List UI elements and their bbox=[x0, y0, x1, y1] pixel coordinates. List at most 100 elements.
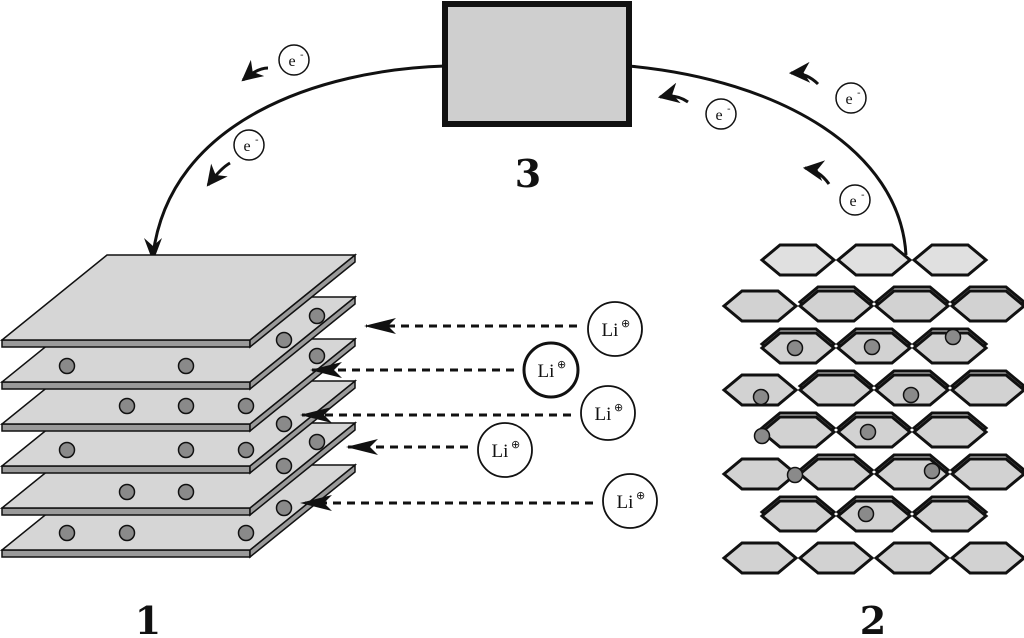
ion-circle bbox=[602, 473, 658, 529]
lithium-ion: Li⊕ bbox=[300, 385, 636, 441]
anode-li-atom bbox=[275, 331, 293, 349]
cathode-hex-cell bbox=[911, 499, 989, 533]
ion-symbol: Li bbox=[492, 441, 509, 462]
cathode-hex-cell bbox=[759, 499, 837, 533]
cathode-label: 2 bbox=[860, 598, 886, 638]
electron-arrow bbox=[241, 59, 269, 82]
anode-li-atom bbox=[275, 415, 293, 433]
electron-charge: - bbox=[255, 135, 259, 146]
cathode-li-atom bbox=[752, 388, 770, 406]
cathode-hex-cell bbox=[873, 289, 951, 323]
anode-layer-edge bbox=[1, 465, 251, 474]
anode-li-atom bbox=[275, 457, 293, 475]
electron: e- bbox=[802, 160, 871, 216]
anode-li-atom bbox=[177, 483, 195, 501]
anode-li-atom bbox=[177, 441, 195, 459]
electron-circle bbox=[705, 98, 737, 130]
cathode-li-atom bbox=[857, 505, 875, 523]
anode-li-atom bbox=[275, 499, 293, 517]
ion-arrowhead bbox=[346, 439, 378, 455]
cathode-hex-cell bbox=[949, 541, 1024, 575]
cathode-li-atom bbox=[944, 328, 962, 346]
load-box bbox=[442, 1, 632, 127]
cathode-hex-cell bbox=[835, 243, 913, 277]
electron-symbol: e bbox=[288, 53, 295, 70]
electron-charge: - bbox=[727, 104, 731, 115]
electron: e- bbox=[788, 61, 867, 114]
anode-li-atom bbox=[308, 307, 326, 325]
lithium-ion: Li⊕ bbox=[346, 422, 533, 478]
cathode-hex-cell bbox=[797, 289, 875, 323]
anode-label: 1 bbox=[135, 598, 161, 638]
ion-circle bbox=[587, 301, 643, 357]
wire-right bbox=[628, 64, 908, 256]
electron-circle bbox=[839, 184, 871, 216]
electron-symbol: e bbox=[845, 91, 852, 108]
anode-li-atom bbox=[118, 397, 136, 415]
cathode-li-atom bbox=[786, 339, 804, 357]
anode-layer-edge bbox=[1, 423, 251, 432]
load-label: 3 bbox=[515, 151, 541, 196]
electron-charge: - bbox=[300, 50, 304, 61]
ion-circle bbox=[522, 341, 580, 399]
anode-li-atom bbox=[308, 433, 326, 451]
electron-symbol: e bbox=[715, 107, 722, 124]
lithium-ion: Li⊕ bbox=[364, 301, 643, 357]
anode-li-atom bbox=[58, 524, 76, 542]
anode-li-atom bbox=[177, 357, 195, 375]
electron-arrow bbox=[206, 161, 231, 187]
cathode-li-atom bbox=[753, 427, 771, 445]
cathode-hex-cell bbox=[759, 415, 837, 449]
cathode-li-atom bbox=[863, 338, 881, 356]
ion-charge: ⊕ bbox=[636, 489, 645, 502]
ion-symbol: Li bbox=[617, 492, 634, 513]
electron-arrow bbox=[657, 82, 689, 104]
electron-markers: e-e-e-e-e- bbox=[206, 44, 871, 216]
cathode-hex-cell bbox=[911, 243, 989, 277]
electron-symbol: e bbox=[243, 138, 250, 155]
electron-circle bbox=[835, 82, 867, 114]
ion-symbol: Li bbox=[538, 361, 555, 382]
cathode-hex-cell bbox=[759, 243, 837, 277]
ion-charge: ⊕ bbox=[621, 317, 630, 330]
ion-arrowhead bbox=[364, 318, 396, 334]
anode-layer-edge bbox=[1, 339, 251, 348]
ion-charge: ⊕ bbox=[511, 438, 520, 451]
cathode-hex-cell bbox=[911, 415, 989, 449]
electron-symbol: e bbox=[849, 193, 856, 210]
cathode-hex-cell bbox=[797, 541, 875, 575]
anode-layer-top bbox=[0, 254, 358, 341]
cathode-hex-cell bbox=[797, 373, 875, 407]
electron-circle bbox=[278, 44, 310, 76]
electron-arrow bbox=[802, 160, 831, 185]
anode-li-atom bbox=[58, 441, 76, 459]
ion-arrowhead bbox=[300, 407, 332, 423]
lithium-ion-flow: Li⊕Li⊕Li⊕Li⊕Li⊕ bbox=[300, 301, 658, 529]
anode-li-atom bbox=[237, 524, 255, 542]
ion-symbol: Li bbox=[602, 320, 619, 341]
anode-graphite-stack bbox=[0, 253, 358, 559]
cathode-li-atom bbox=[923, 462, 941, 480]
ion-arrowhead bbox=[300, 495, 332, 511]
anode-li-atom bbox=[118, 524, 136, 542]
anode-layer-edge bbox=[1, 381, 251, 390]
ion-circle bbox=[477, 422, 533, 478]
cathode-hex-cell bbox=[873, 541, 951, 575]
cathode-li-atom bbox=[786, 466, 804, 484]
ion-circle bbox=[580, 385, 636, 441]
external-circuit bbox=[144, 64, 908, 262]
electron-charge: - bbox=[861, 190, 865, 201]
load-device: 3 bbox=[442, 1, 632, 196]
anode-li-atom bbox=[177, 397, 195, 415]
anode-li-atom bbox=[237, 441, 255, 459]
cathode-hex-cell bbox=[721, 289, 799, 323]
cathode-hex-cell bbox=[911, 331, 989, 365]
electron: e- bbox=[657, 82, 737, 130]
cathode-hex-cell bbox=[721, 457, 799, 491]
anode-li-atom bbox=[237, 397, 255, 415]
electron-charge: - bbox=[857, 88, 861, 99]
ion-arrowhead bbox=[310, 362, 342, 378]
wire-left-arrow bbox=[144, 238, 162, 262]
anode-li-atom bbox=[118, 483, 136, 501]
